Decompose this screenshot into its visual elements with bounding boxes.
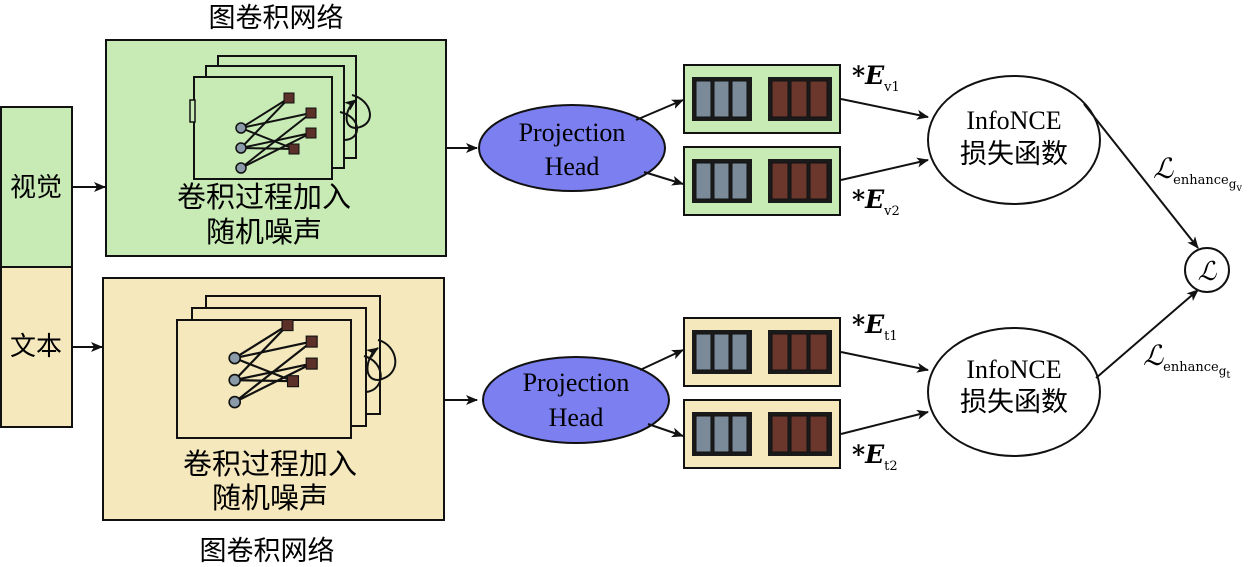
bottom-embedding1-label: *Et1	[852, 310, 898, 344]
bottom-loss-to-total-arrow	[1095, 289, 1199, 379]
bottom-network-title: 图卷积网络	[200, 536, 335, 567]
bottom-proj-to-emb2-arrow	[647, 423, 684, 438]
top-embedding1-label: *Ev1	[852, 61, 900, 95]
top-embedding2-blocks	[683, 146, 841, 216]
top-conv-layer-stack	[189, 55, 371, 180]
bottom-projection-line2: Head	[549, 403, 604, 432]
bottom-loss-line1: InfoNCE	[966, 355, 1061, 384]
bottom-infonce-loss-node	[927, 327, 1101, 457]
bottom-emb1-to-loss-arrow	[840, 351, 929, 373]
top-projection-head	[478, 104, 666, 192]
top-input-box	[0, 106, 73, 268]
total-loss-node	[1184, 247, 1230, 293]
top-proj-to-emb1-arrow	[635, 99, 684, 121]
top-projection-line2: Head	[545, 152, 600, 181]
top-noise-line2: 随机噪声	[206, 215, 322, 249]
bottom-embedding2-label: *Et2	[852, 440, 898, 474]
top-emb1-to-loss-arrow	[840, 98, 929, 120]
bottom-emb2-to-loss-arrow	[840, 409, 929, 435]
top-loss-to-total-arrow	[1083, 103, 1199, 249]
top-emb2-to-loss-arrow	[840, 157, 929, 181]
top-branch: 图卷积网络 视觉 卷积过程加入 随机噪声 Projection Head *Ev…	[0, 3, 1242, 268]
bottom-input-label: 文本	[10, 332, 62, 362]
bottom-embedding2-blocks	[683, 399, 841, 469]
bottom-conv-layer-stack	[176, 295, 397, 439]
bottom-noise-line1: 卷积过程加入	[183, 447, 357, 481]
bottom-projection-line1: Projection	[523, 368, 630, 397]
bottom-noise-line2: 随机噪声	[212, 481, 328, 515]
bottom-embedding1-blocks	[683, 317, 841, 387]
top-loss-line2: 损失函数	[960, 139, 1068, 170]
top-proj-to-emb2-arrow	[643, 171, 684, 186]
top-noise-line1: 卷积过程加入	[177, 180, 351, 214]
bottom-branch: 文本 卷积过程加入 随机噪声 图卷积网络 Projection Head *Et…	[0, 266, 1230, 567]
top-projection-line1: Projection	[519, 118, 626, 147]
bottom-proj-to-emb1-arrow	[639, 349, 684, 371]
top-embedding2-label: *Ev2	[852, 185, 900, 219]
bottom-loss-symbol: ℒenhancegt	[1143, 339, 1230, 381]
bottom-projection-head	[482, 356, 670, 444]
top-embedding1-blocks	[683, 64, 841, 134]
top-infonce-loss-node	[927, 75, 1101, 205]
top-loss-symbol: ℒenhancegv	[1153, 152, 1242, 194]
bottom-loss-line2: 损失函数	[960, 387, 1068, 418]
total-loss-symbol: ℒ	[1198, 257, 1218, 287]
top-input-label: 视觉	[10, 173, 62, 203]
top-network-title: 图卷积网络	[209, 3, 344, 34]
top-loss-line1: InfoNCE	[966, 106, 1061, 135]
bottom-input-box	[0, 266, 73, 428]
